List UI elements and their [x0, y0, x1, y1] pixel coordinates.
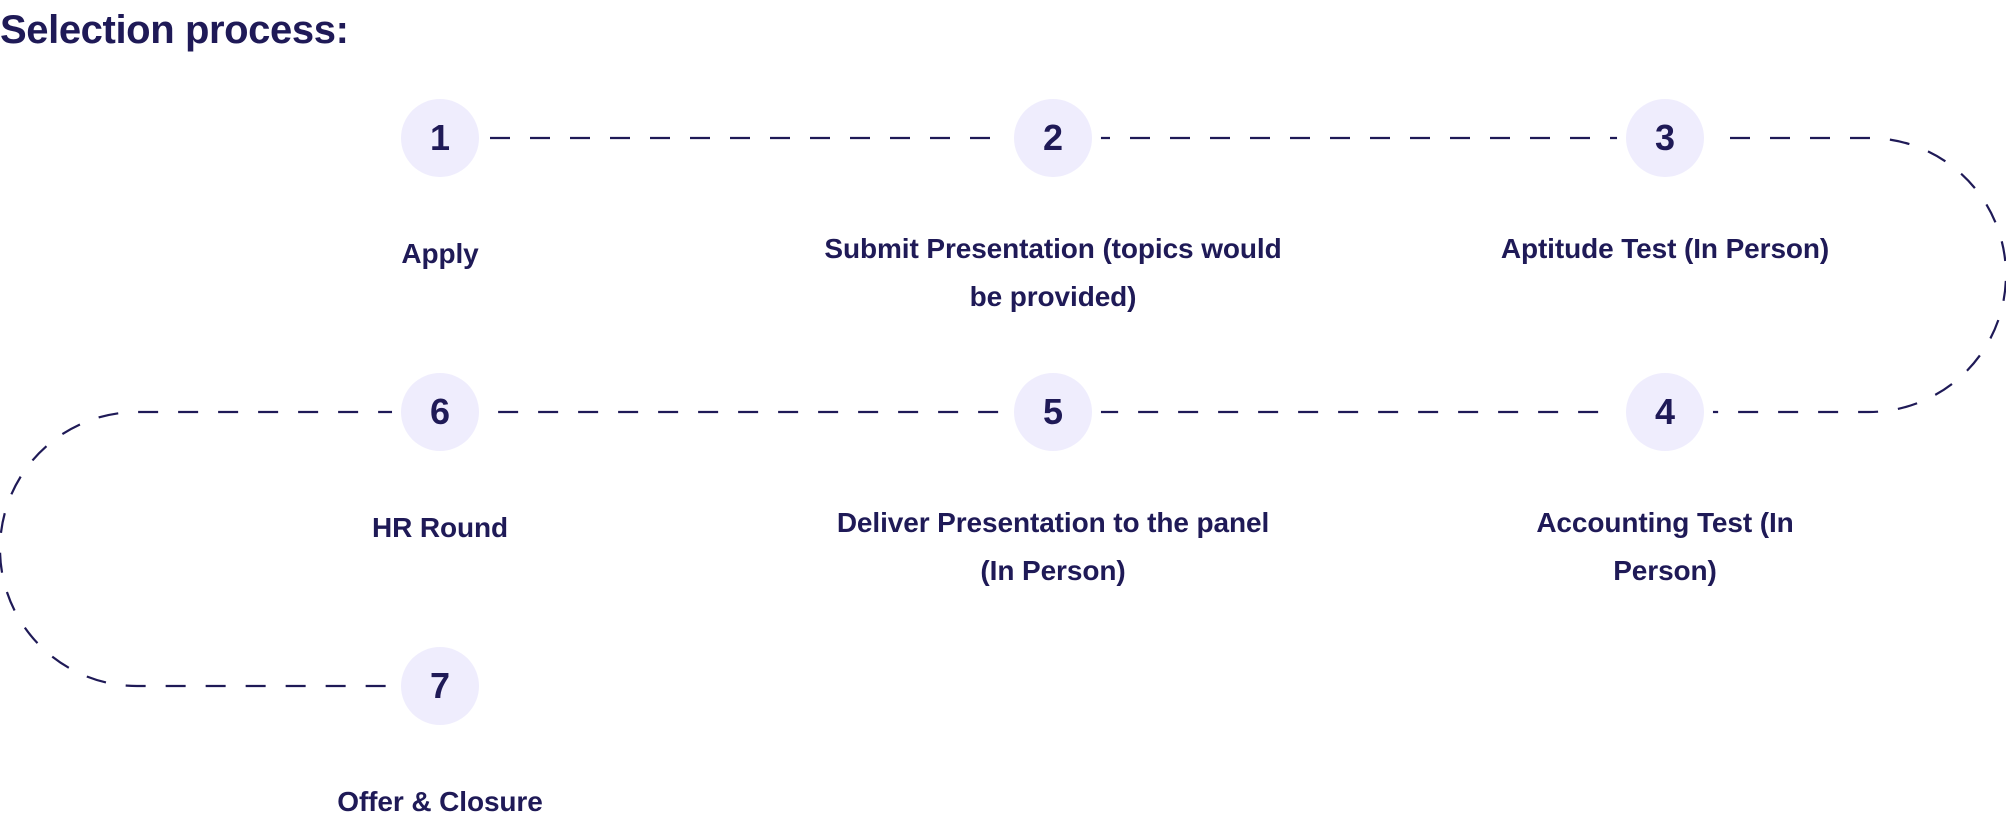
step-number-badge: 5	[1014, 373, 1092, 451]
step-number-badge: 3	[1626, 99, 1704, 177]
step-label: Aptitude Test (In Person)	[1500, 233, 1830, 264]
step-label: HR Round	[371, 512, 509, 543]
step-label: Apply	[401, 238, 479, 269]
page-title: Selection process:	[0, 8, 349, 52]
step-label: Offer & Closure	[337, 786, 543, 817]
step-number-badge: 4	[1626, 373, 1704, 451]
step-number-badge: 6	[401, 373, 479, 451]
step-label: Submit Presentation (topics would be pro…	[824, 233, 1282, 312]
step-number-badge: 7	[401, 647, 479, 725]
step-number-badge: 1	[401, 99, 479, 177]
step-label: Accounting Test (In Person)	[1536, 507, 1794, 586]
step-number-badge: 2	[1014, 99, 1092, 177]
step-label: Deliver Presentation to the panel (In Pe…	[836, 507, 1270, 586]
